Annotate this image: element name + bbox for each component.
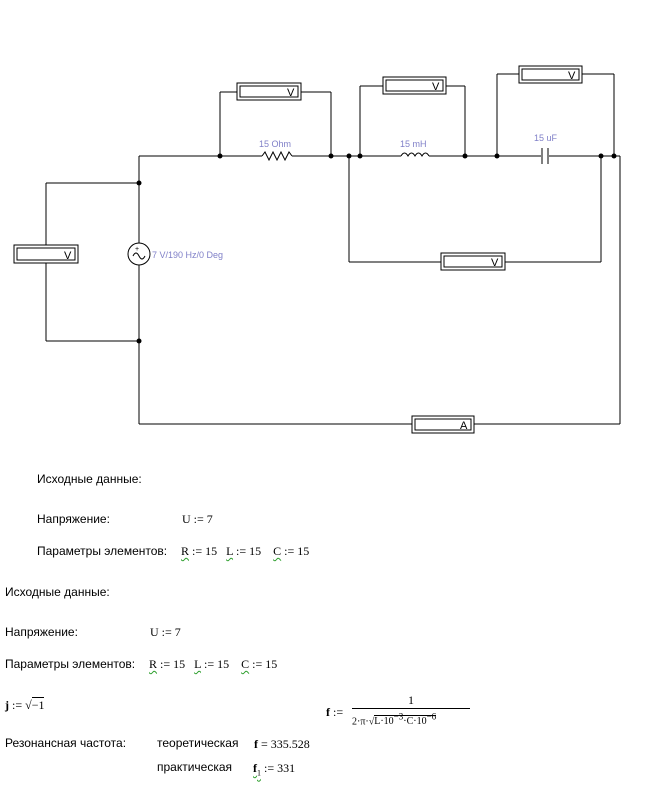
var-f-subscript: 1 [257,768,261,778]
source-label: 7 V/190 Hz/0 Deg [152,250,223,260]
var-c: C [241,657,250,671]
circuit-diagram: 15 Ohm 15 mH 15 uF + 7 V/190 Hz/0 Deg V … [13,65,621,434]
den-exp1: −3 [393,712,404,722]
value-u: 7 [174,625,181,639]
block1-voltage-label: Напряжение: [37,512,110,526]
ammeter[interactable]: A [411,415,475,434]
block1-params-expr: R := 15 L := 15 C := 15 [181,544,310,558]
sqrt-icon: √ [368,716,375,728]
voltmeter-symbol: V [64,250,72,262]
voltmeter-source[interactable]: V [13,244,79,264]
value-c: 15 [265,657,278,671]
den-exp2: −6 [426,712,437,722]
voltmeter-symbol: V [432,81,440,93]
theory-result: f = 335.528 [254,737,310,751]
den-radicand: L·10−3·C·10−6 [374,712,437,728]
sqrt-icon: √ [25,698,32,712]
var-j: j [5,698,9,712]
var-c: C [273,544,282,558]
voltmeter-lc[interactable]: V [440,252,506,271]
voltmeter-resistor[interactable]: V [236,82,302,101]
value-l: 15 [249,544,262,558]
block2-heading: Исходные данные: [5,585,110,599]
theory-value: 335.528 [270,737,310,751]
voltmeter-inductor[interactable]: V [382,76,447,95]
f-formula-fraction: 1 2·π·√L·10−3·C·10−6 [352,693,470,728]
circuit-wires [45,73,621,425]
resonance-label: Резонансная частота: [5,736,127,750]
capacitor[interactable]: 15 uF [534,133,558,164]
var-u: U [182,512,191,526]
fraction-bar [352,708,470,709]
practice-value: 331 [277,761,296,775]
f-formula-lhs: f := [326,705,344,719]
resistor[interactable]: 15 Ohm [259,139,293,162]
var-r: R [181,544,190,558]
f-denominator: 2·π·√L·10−3·C·10−6 [352,709,470,728]
source-polarity-plus-icon: + [135,246,139,253]
var-l: L [226,544,234,558]
value-r: 15 [173,657,186,671]
var-f: f [253,761,257,775]
capacitor-label: 15 uF [534,133,558,143]
resistor-label: 15 Ohm [259,139,291,149]
var-u: U [150,625,159,639]
block1-voltage-expr: U := 7 [182,512,213,526]
value-u: 7 [206,512,213,526]
inductor-label: 15 mH [400,139,427,149]
practice-label: практическая [157,760,233,774]
var-f: f [254,737,258,751]
ac-source[interactable]: + 7 V/190 Hz/0 Deg [127,242,223,266]
block2-voltage-expr: U := 7 [150,625,181,639]
value-r: 15 [205,544,218,558]
voltmeter-capacitor[interactable]: V [518,65,583,84]
den-prefix: 2·π· [352,716,369,728]
block1-heading: Исходные данные: [37,472,142,486]
junction-nodes [136,153,617,344]
den-l-term: L·10 [374,716,394,728]
j-definition: j := √−1 [5,697,45,712]
j-radicand: −1 [31,697,45,712]
var-l: L [194,657,202,671]
value-c: 15 [297,544,310,558]
block1-params-label: Параметры элементов: [37,544,168,558]
theory-label: теоретическая [157,736,239,750]
f-numerator: 1 [408,693,414,707]
var-r: R [149,657,158,671]
practice-result: f1 := 331 [253,761,296,778]
block2-voltage-label: Напряжение: [5,625,78,639]
value-l: 15 [217,657,230,671]
voltmeter-symbol: V [491,257,499,269]
inductor[interactable]: 15 mH [400,139,430,160]
block2-params-expr: R := 15 L := 15 C := 15 [149,657,278,671]
voltmeter-symbol: V [568,70,576,82]
den-c-term: ·C·10 [403,716,427,728]
ammeter-symbol: A [460,420,468,432]
block2-params-label: Параметры элементов: [5,657,136,671]
var-f: f [326,705,330,719]
voltmeter-symbol: V [287,87,295,99]
